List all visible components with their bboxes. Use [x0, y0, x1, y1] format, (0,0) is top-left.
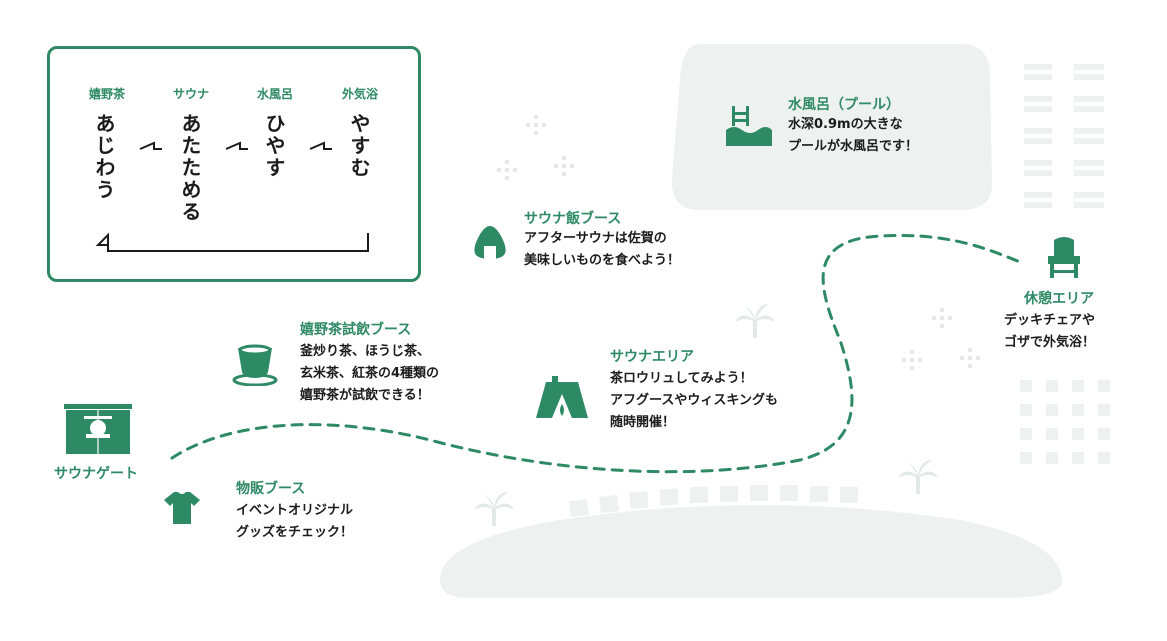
flow-box: 嬉野茶 サウナ 水風呂 外気浴 あじわう あたためる ひやす やすむ: [47, 46, 421, 282]
boardwalk-tiles: [568, 485, 858, 518]
step-3-verb: ひやす: [262, 113, 286, 179]
step-4-head: 外気浴: [341, 87, 378, 101]
sauna-description: 茶ロウリュしてみよう！アフグースやウィスキングも随時開催！: [610, 371, 778, 430]
flow-arrows: [95, 141, 369, 252]
loop-back-arrow-icon: [95, 232, 369, 252]
food-description: アフターサウナは佐賀の美味しいものを食べよう！: [524, 231, 681, 268]
teacup-icon: [232, 344, 278, 386]
arrow-icon: [309, 141, 332, 150]
step-4-verb: やすむ: [347, 113, 371, 179]
step-1-head: 嬉野茶: [88, 87, 125, 101]
arrow-icon: [225, 141, 248, 150]
tent-icon: [536, 376, 588, 418]
step-2-verb: あたためる: [178, 113, 202, 223]
step-2-head: サウナ: [172, 87, 209, 101]
rest-description: デッキチェアやゴザで外気浴！: [1004, 313, 1096, 350]
sauna-title: サウナエリア: [610, 349, 694, 365]
goza-grid: [1020, 380, 1110, 464]
tea-title: 嬉野茶試飲ブース: [300, 322, 412, 338]
gate-title: サウナゲート: [54, 466, 138, 482]
hill-shape: [440, 505, 1063, 598]
deck-chair-icon: [1048, 237, 1080, 278]
noren-gate-icon: [64, 404, 132, 454]
tshirt-icon: [164, 492, 200, 524]
rest-title: 休憩エリア: [1024, 291, 1094, 307]
pool-title: 水風呂（プール）: [788, 97, 900, 113]
goods-title: 物販ブース: [236, 481, 306, 497]
step-3-head: 水風呂: [256, 87, 293, 101]
food-title: サウナ飯ブース: [524, 211, 622, 227]
palm-tree-icons: [474, 304, 938, 526]
tea-description: 釜炒り茶、ほうじ茶、玄米茶、紅茶の4種類の嬉野茶が試飲できる！: [300, 344, 440, 403]
route-path: [170, 233, 1022, 474]
pool-icon: [726, 106, 772, 146]
deck-grid: [1024, 64, 1104, 208]
sparkle-decorations: [497, 115, 980, 370]
onigiri-icon: [474, 226, 506, 259]
goods-description: イベントオリジナルグッズをチェック！: [236, 503, 354, 540]
pool-description: 水深0.9mの大きなプールが水風呂です！: [788, 117, 919, 154]
step-1-verb: あじわう: [92, 113, 116, 201]
pool-area-shape: [671, 44, 993, 210]
arrow-icon: [139, 141, 162, 150]
